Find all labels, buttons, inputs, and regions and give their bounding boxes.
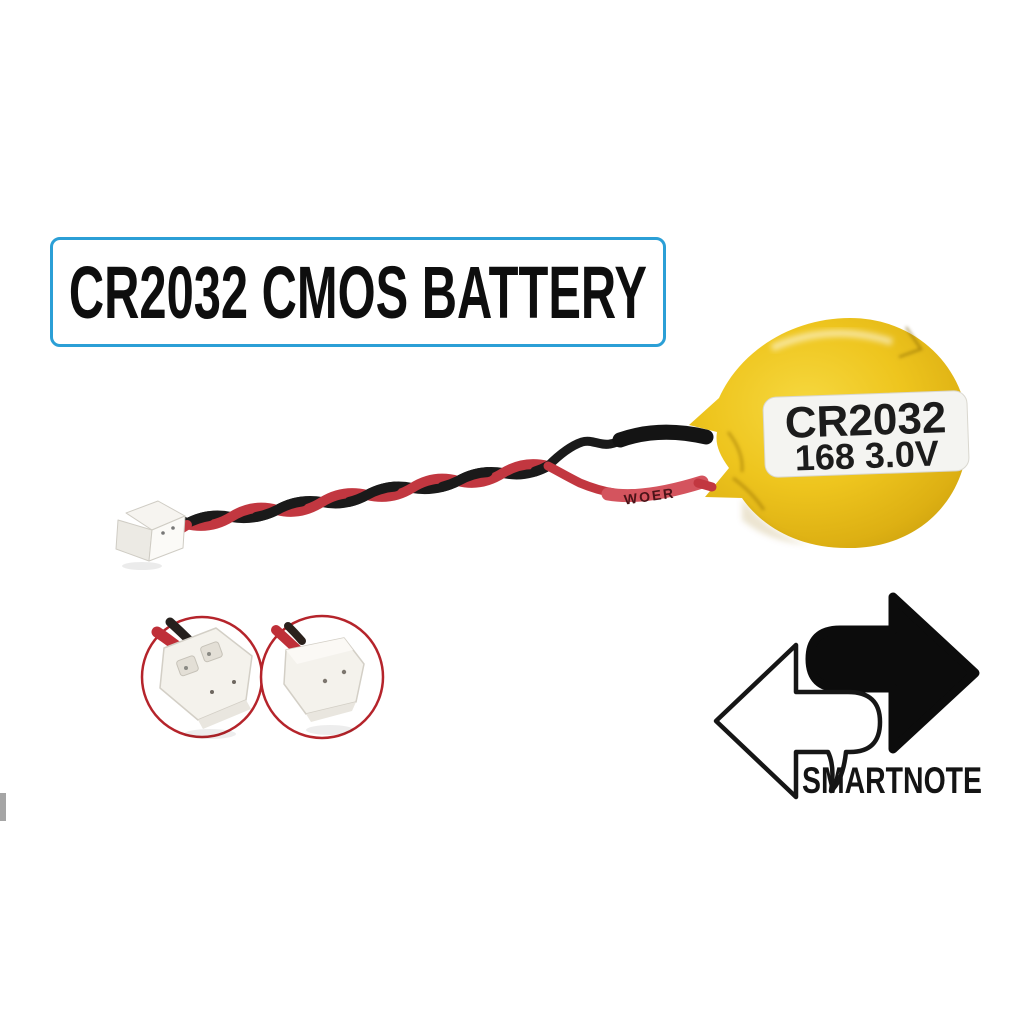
- battery-wrap-notch: [898, 326, 923, 359]
- arrow-right-icon: [805, 592, 980, 754]
- closeup-connector-lip: [198, 700, 251, 729]
- battery-highlight: [770, 329, 894, 352]
- wire-black-heatshrink: [612, 424, 714, 448]
- connector-closeup-left: [140, 615, 264, 739]
- wire-red-tip: [693, 478, 717, 492]
- closeup-connector-top: [286, 638, 353, 664]
- wire-connector: [115, 500, 186, 570]
- closeup-pin: [184, 666, 188, 670]
- closeup-pin: [322, 678, 328, 684]
- connector-closeup-right: [259, 614, 385, 740]
- battery-label-model: CR2032: [784, 393, 947, 448]
- battery-crease: [726, 431, 744, 473]
- edge-artifact: [0, 793, 6, 821]
- battery-label: CR2032 168 3.0V: [762, 390, 970, 478]
- closeup-shadow: [306, 725, 354, 735]
- closeup-connector-lip: [306, 702, 356, 722]
- battery-wire: [158, 424, 717, 542]
- closeup-pin: [210, 690, 214, 694]
- closeup-pin: [232, 680, 236, 684]
- battery-photo: CR2032 168 3.0V: [689, 318, 970, 549]
- connector-pin-hole: [161, 531, 165, 535]
- closeup-black-wire: [284, 622, 306, 645]
- connector-shadow: [122, 562, 162, 570]
- brand-logo: SMARTNOTE: [713, 592, 982, 801]
- title-banner: CR2032 CMOS BATTERY: [50, 237, 666, 347]
- closeup-pin: [341, 669, 347, 675]
- battery-lower-shade: [742, 498, 810, 545]
- battery-crease: [732, 476, 766, 511]
- closeup-pin: [207, 652, 211, 656]
- wire-red-sleeve: [601, 475, 709, 503]
- wire-sleeve-marking: WOER: [623, 485, 676, 508]
- title-text: CR2032 CMOS BATTERY: [68, 250, 648, 334]
- arrow-left-icon: [713, 642, 883, 800]
- closeup-shadow: [184, 729, 236, 739]
- connector-pin-hole: [171, 526, 175, 530]
- battery-label-sticker: [762, 390, 970, 478]
- battery-label-voltage: 168 3.0V: [794, 432, 939, 478]
- brand-name: SMARTNOTE: [802, 760, 982, 801]
- closeup-socket-hole: [176, 655, 199, 677]
- connector-front-face: [148, 515, 186, 562]
- closeup-socket-hole: [200, 641, 223, 663]
- wire-black-twist-over: [181, 461, 553, 529]
